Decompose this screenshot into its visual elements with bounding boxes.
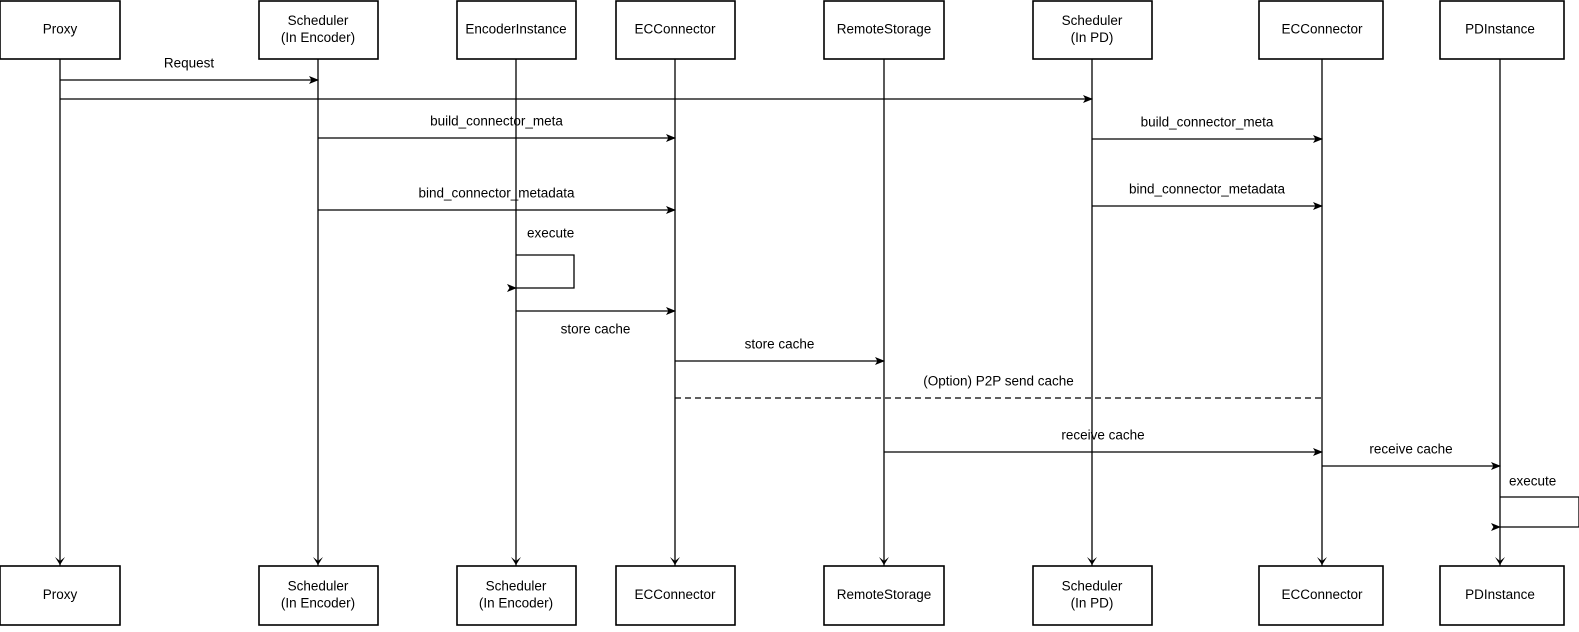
- participant-label-bottom-pd-instance: PDInstance: [1465, 587, 1535, 602]
- participant-label-top-encoder-instance: EncoderInstance: [465, 22, 566, 37]
- message-m9[interactable]: (Option) P2P send cache: [675, 374, 1322, 399]
- participant-label-bottom-proxy: Proxy: [43, 587, 78, 602]
- participant-box-bottom-proxy[interactable]: Proxy: [0, 565, 121, 626]
- message-label-m3: build_connector_meta: [430, 114, 563, 129]
- message-label-m1: Request: [164, 56, 215, 71]
- self-message-s2[interactable]: execute: [1491, 474, 1579, 531]
- participant-box-top-ec-connector-enc[interactable]: ECConnector: [615, 0, 736, 60]
- message-m8[interactable]: store cache: [675, 337, 885, 365]
- participant-label-top-ec-connector-pd: ECConnector: [1281, 22, 1363, 37]
- participant-box-top-remote-storage[interactable]: RemoteStorage: [823, 0, 945, 60]
- self-message-label-s1: execute: [527, 226, 574, 241]
- participant-label-bottom-ec-connector-pd: ECConnector: [1281, 587, 1363, 602]
- participant-label-bottom-encoder-instance: (In Encoder): [479, 596, 553, 611]
- lifeline-end-arrow-proxy: [55, 557, 65, 565]
- participant-box-top-proxy[interactable]: Proxy: [0, 0, 121, 60]
- lifeline-end-arrow-pd-instance: [1495, 557, 1505, 565]
- message-m5[interactable]: bind_connector_metadata: [318, 186, 676, 214]
- message-label-m7: store cache: [561, 322, 631, 337]
- participant-box-bottom-encoder-instance[interactable]: Scheduler (In Encoder): [456, 565, 577, 626]
- participant-label-bottom-scheduler-pd: Scheduler: [1062, 579, 1123, 594]
- participant-label-bottom-scheduler-encoder: (In Encoder): [281, 596, 355, 611]
- participant-label-top-ec-connector-enc: ECConnector: [634, 22, 716, 37]
- message-label-m5: bind_connector_metadata: [418, 186, 575, 201]
- participant-box-top-scheduler-pd[interactable]: Scheduler (In PD): [1032, 0, 1153, 60]
- participant-label-bottom-ec-connector-enc: ECConnector: [634, 587, 716, 602]
- participant-label-bottom-scheduler-encoder: Scheduler: [288, 579, 349, 594]
- lifeline-lines-group: [55, 59, 1505, 566]
- participant-box-bottom-pd-instance[interactable]: PDInstance: [1439, 565, 1565, 626]
- self-message-path-s1: [507, 254, 575, 292]
- participant-label-bottom-scheduler-pd: (In PD): [1071, 596, 1114, 611]
- lifeline-end-arrow-ec-connector-enc: [670, 557, 680, 565]
- participant-box-top-scheduler-encoder[interactable]: Scheduler (In Encoder): [258, 0, 379, 60]
- message-label-m11: receive cache: [1369, 442, 1452, 457]
- message-m3[interactable]: build_connector_meta: [318, 114, 676, 142]
- lifeline-end-arrow-scheduler-encoder: [313, 557, 323, 565]
- participant-label-top-scheduler-pd: (In PD): [1071, 30, 1114, 45]
- message-m10[interactable]: receive cache: [884, 428, 1323, 456]
- participant-box-bottom-remote-storage[interactable]: RemoteStorage: [823, 565, 945, 626]
- messages-group: Request build_connector_meta build_connect…: [60, 56, 1501, 470]
- participant-label-bottom-remote-storage: RemoteStorage: [837, 587, 932, 602]
- self-message-label-s2: execute: [1509, 474, 1556, 489]
- message-m6[interactable]: bind_connector_metadata: [1092, 182, 1323, 210]
- lifeline-end-arrow-remote-storage: [879, 557, 889, 565]
- participant-label-top-scheduler-encoder: (In Encoder): [281, 30, 355, 45]
- lifeline-end-arrow-encoder-instance: [511, 557, 521, 565]
- participant-label-top-remote-storage: RemoteStorage: [837, 22, 932, 37]
- message-m4[interactable]: build_connector_meta: [1092, 115, 1323, 143]
- participant-label-top-pd-instance: PDInstance: [1465, 22, 1535, 37]
- participant-box-bottom-ec-connector-enc[interactable]: ECConnector: [615, 565, 736, 626]
- participant-label-top-scheduler-pd: Scheduler: [1062, 13, 1123, 28]
- self-message-s1[interactable]: execute: [507, 226, 575, 292]
- message-m1[interactable]: Request: [60, 56, 319, 84]
- message-label-m6: bind_connector_metadata: [1129, 182, 1286, 197]
- participant-box-top-ec-connector-pd[interactable]: ECConnector: [1258, 0, 1384, 60]
- message-m11[interactable]: receive cache: [1322, 442, 1501, 470]
- participant-box-bottom-scheduler-encoder[interactable]: Scheduler (In Encoder): [258, 565, 379, 626]
- participant-box-top-encoder-instance[interactable]: EncoderInstance: [456, 0, 577, 60]
- message-m7[interactable]: store cache: [516, 307, 676, 337]
- participant-label-top-proxy: Proxy: [43, 22, 78, 37]
- message-label-m8: store cache: [745, 337, 815, 352]
- lifeline-end-arrow-scheduler-pd: [1087, 557, 1097, 565]
- participant-label-top-scheduler-encoder: Scheduler: [288, 13, 349, 28]
- self-messages-group: execute execute: [507, 226, 1579, 531]
- message-label-m10: receive cache: [1061, 428, 1144, 443]
- lifeline-end-arrow-ec-connector-pd: [1317, 557, 1327, 565]
- participant-label-bottom-encoder-instance: Scheduler: [486, 579, 547, 594]
- participant-box-bottom-ec-connector-pd[interactable]: ECConnector: [1258, 565, 1384, 626]
- self-message-path-s2: [1491, 496, 1579, 531]
- participant-box-top-pd-instance[interactable]: PDInstance: [1439, 0, 1565, 60]
- message-label-m9: (Option) P2P send cache: [923, 374, 1074, 389]
- message-label-m4: build_connector_meta: [1141, 115, 1274, 130]
- participant-box-bottom-scheduler-pd[interactable]: Scheduler (In PD): [1032, 565, 1153, 626]
